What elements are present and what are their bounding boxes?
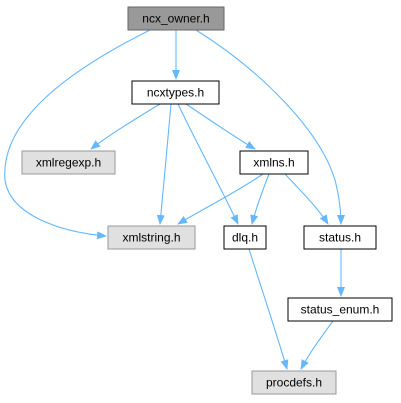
node-label-xmlregexp: xmlregexp.h <box>36 156 101 170</box>
node-label-status: status.h <box>319 231 361 245</box>
node-label-ncxtypes: ncxtypes.h <box>147 86 204 100</box>
node-ncx_owner: ncx_owner.h <box>127 6 225 31</box>
edge-status_enum-to-procdefs <box>300 320 334 370</box>
node-box-ncx_owner <box>127 6 225 31</box>
node-status[interactable]: status.h <box>303 225 377 250</box>
node-ncxtypes[interactable]: ncxtypes.h <box>131 80 220 105</box>
node-label-procdefs: procdefs.h <box>266 376 322 390</box>
node-dlq[interactable]: dlq.h <box>223 225 267 250</box>
node-xmlregexp[interactable]: xmlregexp.h <box>21 150 116 175</box>
edge-ncx_owner-to-xmlstring <box>4 29 151 240</box>
node-box-procdefs <box>251 370 337 395</box>
node-status_enum[interactable]: status_enum.h <box>287 297 393 322</box>
node-label-ncx_owner: ncx_owner.h <box>142 12 209 26</box>
edge-dlq-to-procdefs <box>248 248 289 370</box>
edge-xmlns-to-status <box>284 173 329 225</box>
node-box-dlq <box>223 225 267 250</box>
node-box-xmlstring <box>107 225 196 250</box>
node-box-status <box>303 225 377 250</box>
node-label-status_enum: status_enum.h <box>301 303 380 317</box>
edges-layer <box>4 29 345 370</box>
edge-ncxtypes-to-xmlns <box>185 103 256 150</box>
node-box-ncxtypes <box>131 80 220 105</box>
node-xmlns[interactable]: xmlns.h <box>239 150 309 175</box>
edge-ncxtypes-to-xmlregexp <box>90 103 161 150</box>
edge-ncxtypes-to-dlq <box>177 103 239 225</box>
edge-ncxtypes-to-xmlstring <box>156 103 172 225</box>
node-box-xmlns <box>239 150 309 175</box>
node-box-status_enum <box>287 297 393 322</box>
node-label-xmlns: xmlns.h <box>253 156 294 170</box>
edge-ncx_owner-to-status <box>195 29 345 225</box>
node-label-xmlstring: xmlstring.h <box>122 231 180 245</box>
edge-xmlns-to-xmlstring <box>177 173 264 225</box>
node-box-xmlregexp <box>21 150 116 175</box>
node-procdefs[interactable]: procdefs.h <box>251 370 337 395</box>
edge-xmlns-to-dlq <box>250 173 270 225</box>
node-xmlstring[interactable]: xmlstring.h <box>107 225 196 250</box>
nodes-layer: ncx_owner.h ncxtypes.h xmlregexp.h xmlns.h x… <box>21 6 393 395</box>
node-label-dlq: dlq.h <box>232 231 258 245</box>
